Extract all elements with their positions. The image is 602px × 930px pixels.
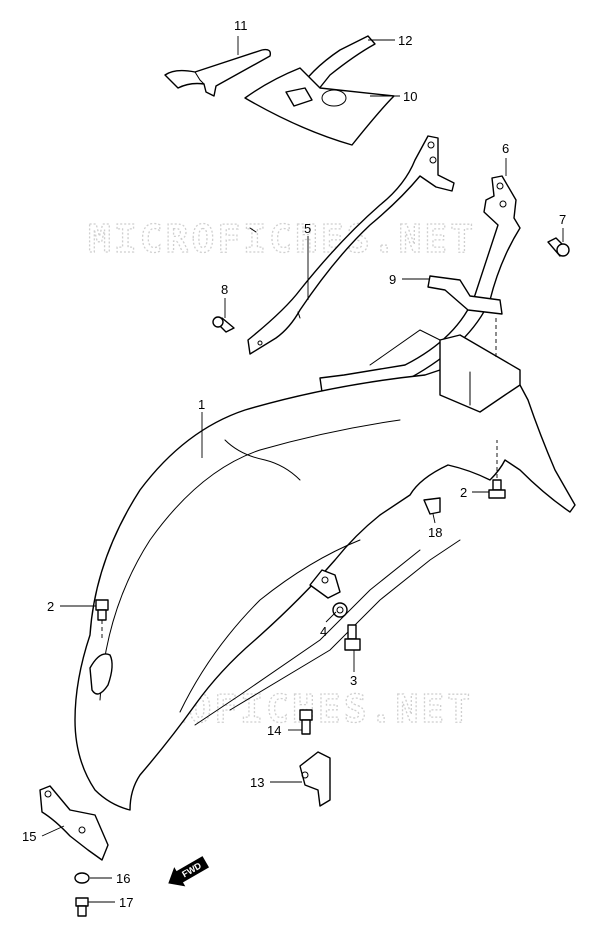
leader-15	[41, 825, 65, 837]
watermark-top: MICROFICHES.NET	[88, 217, 476, 261]
bolt-2-right	[488, 479, 506, 499]
callout-6: 6	[502, 141, 509, 156]
callout-15: 15	[22, 829, 36, 844]
callout-4: 4	[320, 624, 327, 639]
part-15-bracket	[39, 785, 109, 861]
callout-17: 17	[119, 895, 133, 910]
callout-5: 5	[304, 221, 311, 236]
callout-12: 12	[398, 33, 412, 48]
callout-1: 1	[198, 397, 205, 412]
part-9-plate	[427, 275, 503, 315]
bolt-2-left	[95, 599, 109, 621]
bolt-8	[212, 316, 235, 333]
part-5-bracket	[247, 135, 455, 355]
fwd-arrow-icon: FWD	[168, 856, 210, 887]
callout-18: 18	[428, 525, 442, 540]
callout-8: 8	[221, 282, 228, 297]
part-13-clamp	[299, 751, 331, 807]
callout-2-left: 2	[47, 599, 54, 614]
callout-11: 11	[234, 18, 248, 33]
bolt-14	[299, 709, 313, 735]
part-11-tool	[164, 48, 272, 97]
part-18-label	[423, 497, 441, 515]
callout-2-right: 2	[460, 485, 467, 500]
nut-4	[332, 602, 348, 618]
part-10-cover	[244, 67, 395, 146]
part-1-fender	[74, 329, 576, 811]
part-6-bracket	[319, 175, 521, 393]
callout-3: 3	[350, 673, 357, 688]
callout-10: 10	[403, 89, 417, 104]
callout-7: 7	[559, 212, 566, 227]
callout-9: 9	[389, 272, 396, 287]
bolt-7	[547, 237, 570, 257]
washer-16	[74, 872, 90, 884]
bolt-17	[75, 897, 89, 917]
leader-18	[432, 513, 436, 524]
callout-14: 14	[267, 723, 281, 738]
callout-13: 13	[250, 775, 264, 790]
leader-4	[325, 611, 337, 623]
callout-16: 16	[116, 871, 130, 886]
bolt-3	[344, 624, 361, 651]
